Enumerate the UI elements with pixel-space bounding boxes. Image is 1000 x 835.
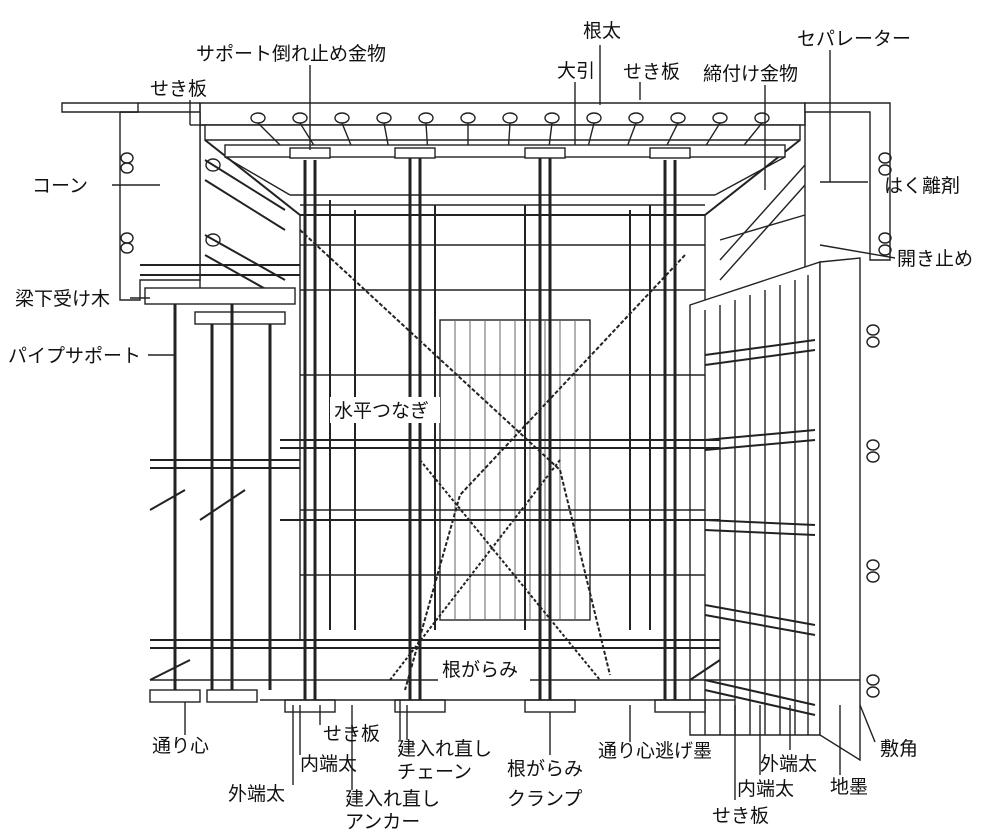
label-pipe-support: パイプサポート bbox=[8, 345, 141, 367]
horizontal-ties bbox=[149, 439, 721, 681]
label-uchihatabuto-right: 内端太 bbox=[737, 778, 794, 800]
label-sekiita-top-right: せき板 bbox=[623, 61, 680, 83]
label-jisumi: 地墨 bbox=[830, 776, 868, 798]
label-nebuto-top: 根太 bbox=[583, 20, 621, 42]
left-beam-formwork bbox=[61, 102, 300, 301]
label-negarami-clamp-1: 根がらみ bbox=[507, 758, 583, 780]
label-plumb-anchor-1: 建入れ直し bbox=[345, 788, 440, 810]
label-plumb-chain-1: 建入れ直し bbox=[397, 738, 492, 760]
label-ohbiki: 大引 bbox=[557, 60, 595, 82]
label-toorishin-left: 通り心 bbox=[152, 735, 209, 757]
labels: 根太 サポート倒れ止め金物 セパレーター 大引 せき板 締付け金物 せき板 コー… bbox=[8, 20, 973, 833]
label-plumb-chain-2: チェーン bbox=[397, 761, 472, 783]
label-horizontal-tie: 水平つなぎ bbox=[334, 400, 429, 422]
leader-lines bbox=[112, 45, 896, 800]
label-shikikaku: 敷角 bbox=[880, 738, 918, 760]
right-wall-formwork bbox=[689, 102, 892, 762]
label-plumb-anchor-2: アンカー bbox=[345, 811, 420, 833]
slab-formwork-box bbox=[199, 102, 806, 640]
label-sotohatabuto-left: 外端太 bbox=[228, 783, 285, 805]
plumb-chains bbox=[299, 229, 686, 691]
label-uchihatabuto-left: 内端太 bbox=[300, 753, 357, 775]
formwork-structure bbox=[61, 102, 892, 762]
negarami-label-bg bbox=[438, 656, 530, 682]
label-sotohatabuto-right: 外端太 bbox=[760, 753, 817, 775]
label-release-agent: はく離剤 bbox=[884, 175, 960, 197]
label-support-anchor: サポート倒れ止め金物 bbox=[196, 43, 386, 65]
pipe-supports bbox=[144, 147, 706, 713]
label-open-stop: 開き止め bbox=[897, 248, 973, 270]
label-sekiita-bottom-right: せき板 bbox=[712, 805, 769, 827]
label-separator: セパレーター bbox=[797, 28, 911, 50]
label-sekiita-top-left: せき板 bbox=[150, 78, 207, 100]
horizontal-tie-label-bg bbox=[330, 397, 440, 423]
label-toorishin-offset: 通り心逃げ墨 bbox=[598, 740, 712, 762]
label-tightening-hardware: 締付け金物 bbox=[703, 63, 798, 85]
label-sekiita-bottom: せき板 bbox=[323, 723, 380, 745]
label-negarami-center: 根がらみ bbox=[442, 659, 518, 681]
label-beam-bottom-wood: 梁下受け木 bbox=[15, 288, 110, 310]
label-negarami-clamp-2: クランプ bbox=[507, 788, 582, 810]
back-wall-panels bbox=[300, 244, 705, 621]
ohbiki-beams bbox=[224, 144, 786, 206]
label-cone: コーン bbox=[32, 175, 88, 197]
